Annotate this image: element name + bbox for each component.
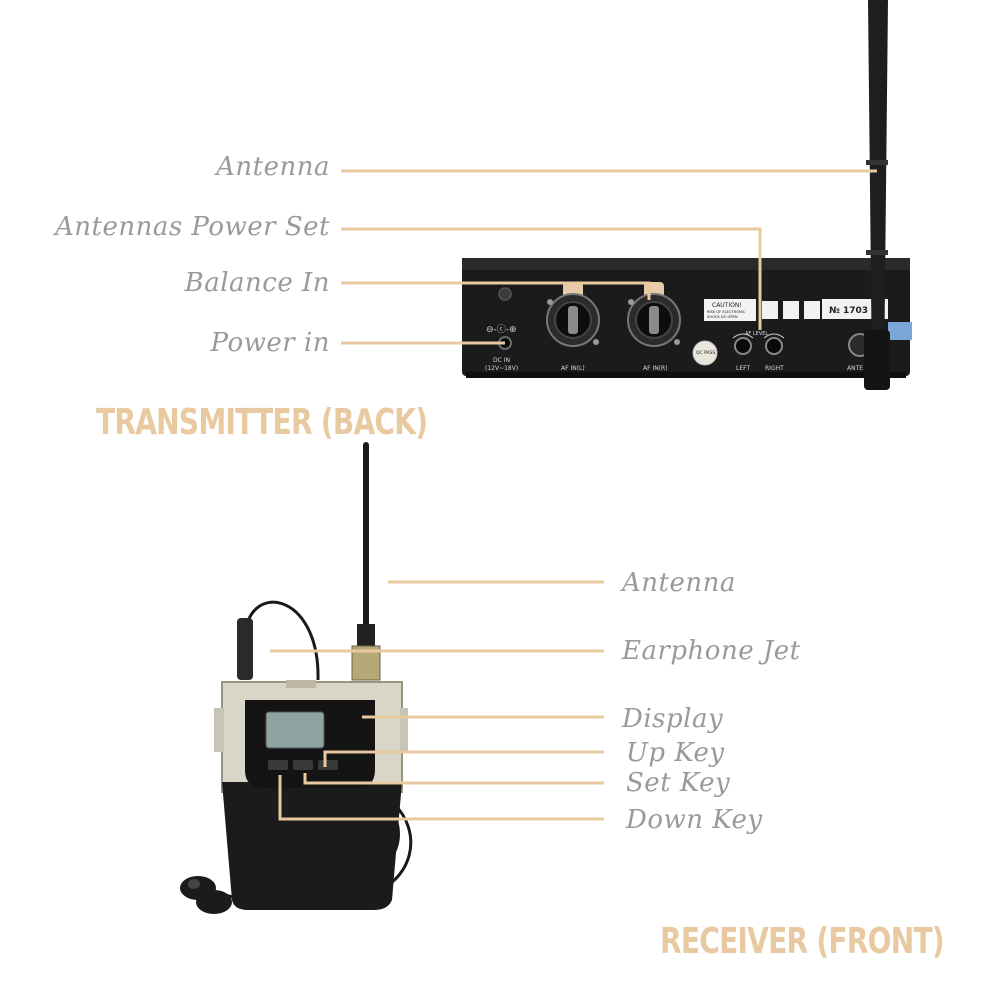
right-label: RIGHT bbox=[765, 365, 784, 372]
left-label: LEFT bbox=[736, 365, 750, 372]
caution-title: CAUTION! bbox=[712, 302, 742, 309]
caution-line1: RISK OF ELECTRONIC bbox=[707, 310, 746, 314]
af-level-label: AF LEVEL bbox=[745, 331, 768, 337]
screw-icon bbox=[498, 287, 512, 301]
lcd-display bbox=[265, 711, 325, 749]
dc-in-range-label: (12V~18V) bbox=[485, 365, 518, 372]
dc-in-label: DC IN bbox=[493, 357, 510, 364]
receiver-callouts bbox=[270, 580, 604, 821]
af-level-left-knob[interactable] bbox=[734, 337, 752, 355]
set-key[interactable] bbox=[293, 760, 313, 770]
earphone-jet-label: Earphone Jet bbox=[622, 636, 801, 666]
up-key-label: Up Key bbox=[626, 738, 725, 768]
power-in-label: Power in bbox=[210, 328, 330, 358]
serial-number: № 1703 bbox=[829, 306, 868, 316]
ant-label: ANTE bbox=[847, 365, 863, 372]
receiver-heading: RECEIVER (FRONT) bbox=[660, 921, 945, 962]
caution-line2: SHOCK DO OPEN bbox=[707, 315, 738, 319]
transmitter-callouts bbox=[341, 169, 877, 345]
qc-sticker bbox=[692, 340, 718, 366]
receiver-bodypack-icon bbox=[214, 442, 408, 910]
earphone-icon bbox=[180, 799, 413, 914]
balance-in-label: Balance In bbox=[184, 268, 330, 298]
up-key[interactable] bbox=[318, 760, 338, 770]
receiver-antenna-label: Antenna bbox=[622, 568, 736, 598]
xlr-right-connector[interactable] bbox=[627, 282, 681, 347]
af-level-right-knob[interactable] bbox=[765, 337, 783, 355]
antennas-power-set-label: Antennas Power Set bbox=[54, 212, 330, 242]
transmitter-heading: TRANSMITTER (BACK) bbox=[96, 402, 428, 443]
xlr-left-connector[interactable] bbox=[546, 282, 600, 347]
af-in-r-label: AF IN(R) bbox=[643, 365, 668, 372]
set-key-label: Set Key bbox=[626, 768, 731, 798]
af-in-l-label: AF IN(L) bbox=[561, 365, 585, 372]
caution-label bbox=[704, 299, 756, 321]
down-key[interactable] bbox=[268, 760, 288, 770]
down-key-label: Down Key bbox=[626, 805, 763, 835]
transmitter-unit-icon: ⊖-ⓒ-⊕ bbox=[462, 258, 912, 378]
whip-antenna-icon bbox=[864, 0, 890, 390]
qc-pass-label: QC PASS bbox=[696, 350, 715, 356]
svg-text:⊖-ⓒ-⊕: ⊖-ⓒ-⊕ bbox=[486, 324, 517, 335]
display-label: Display bbox=[622, 704, 724, 734]
transmitter-antenna-label: Antenna bbox=[216, 152, 330, 182]
